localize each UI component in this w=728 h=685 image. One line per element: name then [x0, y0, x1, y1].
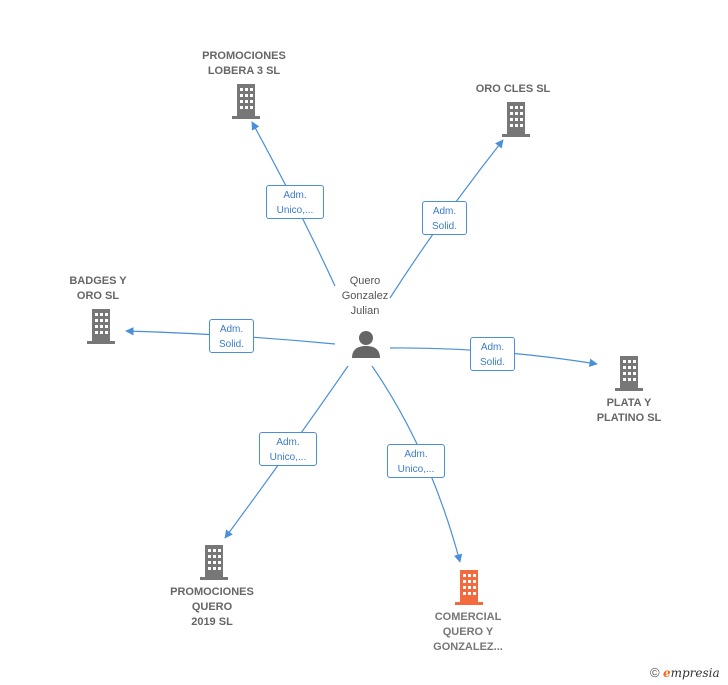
person-icon[interactable] [350, 328, 382, 360]
building-icon[interactable] [500, 102, 532, 138]
relation-label-promociones-quero[interactable]: Adm. Unico,... [259, 432, 317, 466]
building-icon[interactable] [85, 309, 117, 345]
copyright-symbol: © [650, 665, 660, 680]
company-label-comercial-quero[interactable]: COMERCIAL QUERO Y GONZALEZ... [433, 611, 503, 653]
building-icon[interactable] [230, 84, 262, 120]
relation-label-promociones-lobera[interactable]: Adm. Unico,... [266, 185, 324, 219]
logo-initial: e [662, 666, 671, 680]
empresia-logo[interactable]: © empresia [650, 665, 720, 680]
building-icon[interactable] [613, 356, 645, 392]
relation-label-oro-cles[interactable]: Adm. Solid. [422, 201, 467, 235]
logo-text: mpresia [670, 666, 720, 680]
company-label-plata-platino[interactable]: PLATA Y PLATINO SL [596, 397, 662, 424]
building-icon[interactable] [198, 545, 230, 581]
company-label-promociones-lobera[interactable]: PROMOCIONES LOBERA 3 SL [202, 50, 286, 77]
company-label-promociones-quero[interactable]: PROMOCIONES QUERO 2019 SL [170, 586, 254, 628]
relation-label-comercial-quero[interactable]: Adm. Unico,... [387, 444, 445, 478]
company-label-badges-oro[interactable]: BADGES Y ORO SL [69, 275, 127, 302]
focus-building-icon[interactable] [453, 570, 485, 606]
company-label-oro-cles[interactable]: ORO CLES SL [475, 83, 551, 95]
relation-label-plata-platino[interactable]: Adm. Solid. [470, 337, 515, 371]
person-label[interactable]: Quero Gonzalez Julian [341, 275, 389, 317]
relation-label-badges-oro[interactable]: Adm. Solid. [209, 319, 254, 353]
